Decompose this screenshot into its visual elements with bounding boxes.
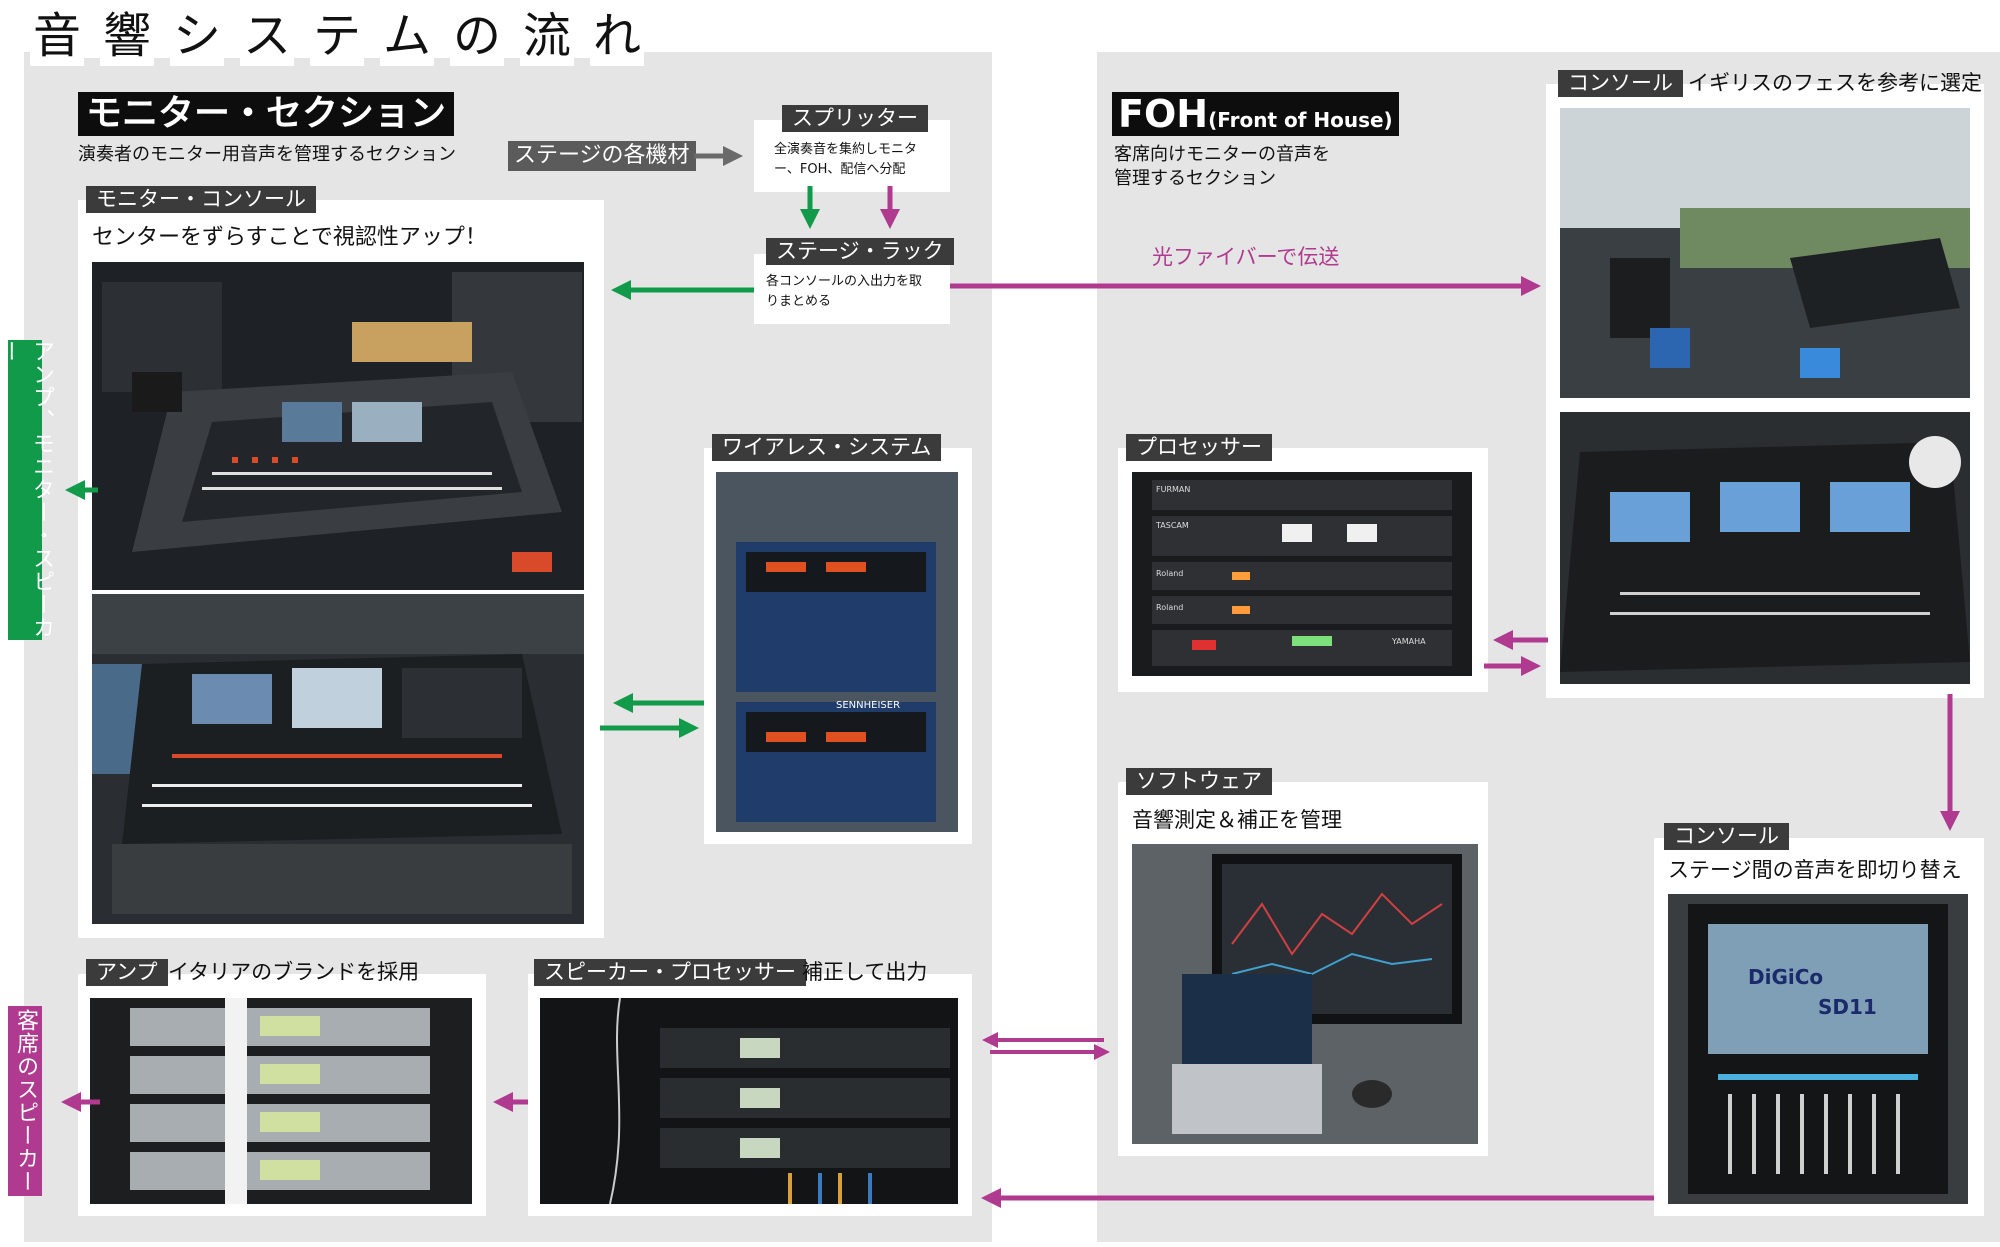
page-title-overlay: 音 響 シ ス テ ム の 流 れ	[30, 6, 650, 68]
splitter-text-line1: 全演奏音を集約しモニタ	[774, 142, 918, 157]
wireless-brand-text: SENNHEISER	[836, 700, 900, 711]
foh-title-main: FOH	[1118, 92, 1209, 136]
amplifier-rack-illustration	[90, 998, 472, 1204]
speaker-processor-photo	[540, 998, 958, 1204]
foh-tent-illustration	[1560, 108, 1970, 398]
software-photo	[1132, 844, 1478, 1144]
console-top-caption: イギリスのフェスを参考に選定	[1688, 71, 1982, 95]
console-brand-text: DiGiCo	[1748, 965, 1823, 989]
page-title-char: れ	[590, 6, 644, 66]
amp-caption: イタリアのブランドを採用	[168, 960, 420, 984]
wireless-rack-illustration: SENNHEISER	[716, 472, 958, 832]
console-top-photo-tent	[1560, 108, 1970, 398]
speaker-processor-caption: 補正して出力	[802, 960, 928, 984]
monitor-console-photo-bottom	[92, 594, 584, 924]
page-title-char: 響	[100, 6, 154, 66]
foh-description-line2: 管理するセクション	[1114, 168, 1276, 189]
page-title-char: シ	[170, 6, 224, 66]
processor-brand-text: Roland	[1156, 603, 1183, 612]
amp-photo	[90, 998, 472, 1204]
page-title-char: 音	[30, 6, 84, 66]
wireless-photo: SENNHEISER	[716, 472, 958, 832]
monitor-console-caption: センターをずらすことで視認性アップ！	[92, 225, 487, 250]
console-bottom-photo: DiGiCo SD11	[1668, 894, 1968, 1204]
stage-rack-text-line1: 各コンソールの入出力を取	[766, 274, 923, 289]
monitor-console-photo-top	[92, 262, 584, 590]
stage-rack-text-line2: りまとめる	[766, 294, 832, 309]
processor-photo: FURMAN TASCAM Roland Roland YAMAHA	[1132, 472, 1472, 676]
console-top-photo-desk	[1560, 412, 1970, 684]
console-bottom-caption: ステージ間の音声を即切り替え	[1668, 858, 1962, 882]
foh-title-sub: (Front of House)	[1208, 108, 1393, 132]
monitor-console-label: モニター・コンソール	[86, 186, 316, 213]
software-label: ソフトウェア	[1126, 768, 1272, 795]
fiber-transmission-label: 光ファイバーで伝送	[1152, 245, 1340, 269]
page-title-char: テ	[310, 6, 364, 66]
page-title-char: の	[450, 6, 504, 66]
stage-rack-label: ステージ・ラック	[766, 238, 954, 265]
stage-rack-card	[754, 254, 950, 324]
foh-description-line1: 客席向けモニターの音声を	[1114, 144, 1330, 165]
processor-brand-text: FURMAN	[1156, 485, 1190, 494]
splitter-text-line2: ー、FOH、配信へ分配	[774, 162, 906, 177]
console-model-text: SD11	[1818, 995, 1877, 1019]
monitor-section-title: モニター・セクション	[78, 92, 455, 136]
laptop-monitor-illustration	[1132, 844, 1478, 1144]
processor-rack-illustration: FURMAN TASCAM Roland Roland YAMAHA	[1132, 472, 1472, 676]
foh-section-title: FOH(Front of House)	[1112, 92, 1399, 136]
mixing-console-illustration	[92, 594, 584, 924]
console-bottom-label: コンソール	[1664, 823, 1789, 850]
splitter-label: スプリッター	[782, 105, 928, 132]
software-caption: 音響測定＆補正を管理	[1132, 808, 1342, 832]
processor-brand-text: Roland	[1156, 569, 1183, 578]
digico-console-illustration: DiGiCo SD11	[1668, 894, 1968, 1204]
console-top-label: コンソール	[1558, 70, 1683, 97]
side-label-audience-speaker: 客席のスピーカー	[8, 1006, 42, 1196]
amp-label: アンプ	[86, 959, 168, 986]
monitor-section-description: 演奏者のモニター用音声を管理するセクション	[78, 144, 456, 165]
processor-brand-text: YAMAHA	[1391, 637, 1426, 646]
stage-equipment-label: ステージの各機材	[508, 141, 696, 171]
speaker-processor-label: スピーカー・プロセッサー	[534, 959, 806, 986]
page-title-char: ム	[380, 6, 434, 66]
wireless-label: ワイアレス・システム	[712, 434, 942, 461]
page-title-char: ス	[240, 6, 294, 66]
page-title-char: 流	[520, 6, 574, 66]
mixing-console-illustration	[92, 262, 584, 590]
processor-label: プロセッサー	[1126, 434, 1272, 461]
processor-brand-text: TASCAM	[1155, 521, 1189, 530]
splitter-card	[754, 120, 950, 192]
speaker-processor-illustration	[540, 998, 958, 1204]
digital-console-illustration	[1560, 412, 1970, 684]
